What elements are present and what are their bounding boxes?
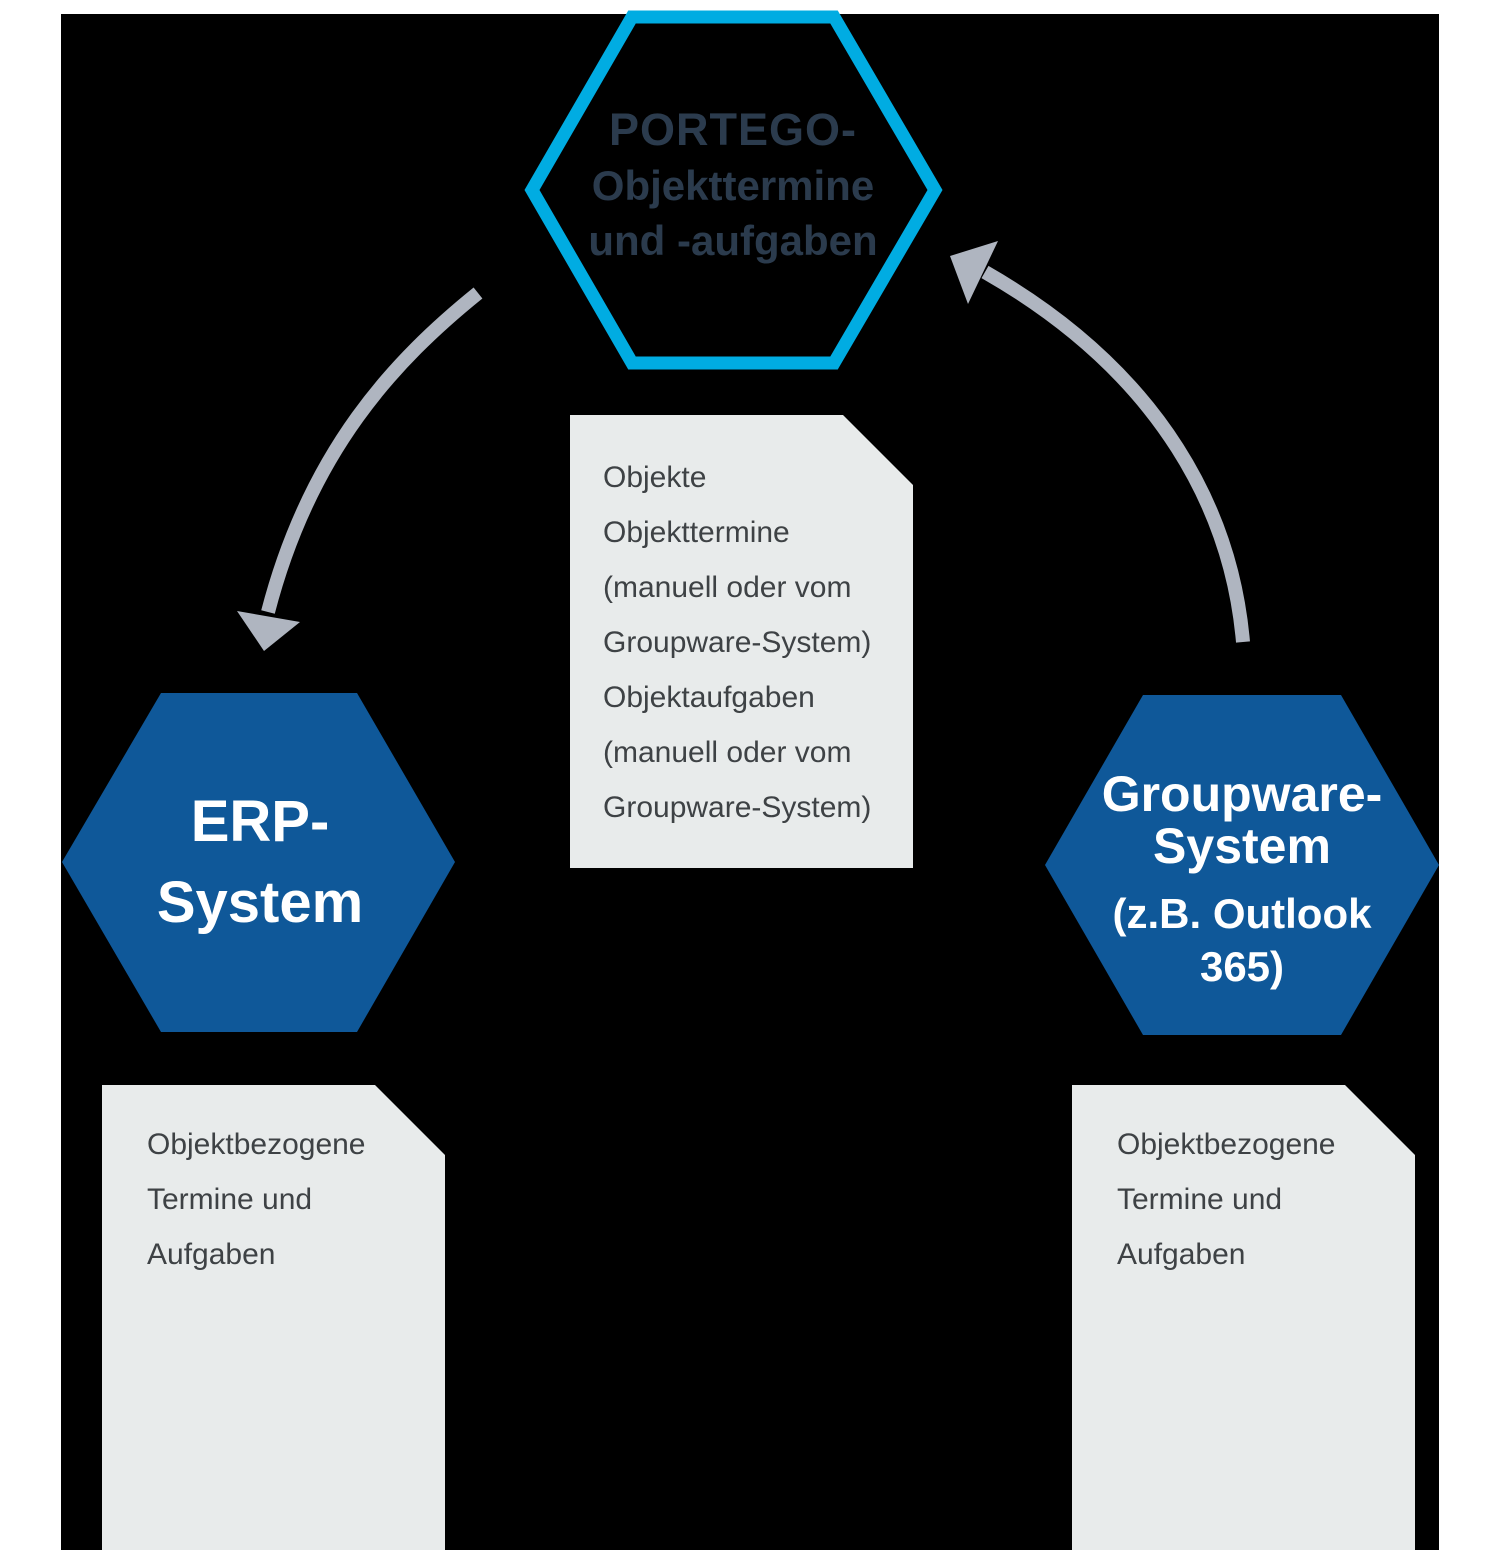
groupware-label-line2: System: [1153, 818, 1331, 874]
groupware-label-line4: 365): [1199, 943, 1285, 990]
erp-label: ERP- System: [60, 781, 460, 943]
arrow-portego-to-erp: [261, 287, 483, 614]
document-erp-items: Objektbezogene Termine und Aufgaben: [102, 1085, 445, 1550]
document-line: Termine und: [147, 1183, 313, 1216]
document-line: Aufgaben: [1117, 1238, 1246, 1271]
document-line: Objekte: [603, 461, 707, 494]
portego-title: PORTEGO-: [608, 104, 857, 155]
document-line: (manuell oder vom: [603, 571, 852, 604]
erp-label-line1: ERP-: [190, 789, 330, 854]
arrow-groupware-to-portego: [981, 265, 1250, 643]
groupware-label-line3: (z.B. Outlook: [1112, 890, 1372, 937]
document-line: Objekttermine: [603, 516, 790, 549]
document-line: Objektaufgaben: [603, 681, 815, 714]
document-line: Objektbezogene: [1117, 1128, 1336, 1161]
groupware-label-line1: Groupware-: [1101, 766, 1383, 822]
groupware-label: Groupware- System (z.B. Outlook 365): [1042, 768, 1442, 992]
arrowhead-up-icon: [950, 241, 998, 304]
arrowhead-down-icon: [237, 611, 300, 651]
document-groupware-items: Objektbezogene Termine und Aufgaben: [1072, 1085, 1415, 1550]
document-portego-items: Objekte Objekttermine (manuell oder vom …: [570, 415, 913, 868]
document-line: Groupware-System): [603, 791, 872, 824]
portego-label: PORTEGO- Objekttermine und -aufgaben: [533, 102, 933, 268]
document-line: Aufgaben: [147, 1238, 276, 1271]
portego-hexagon: [524, 10, 943, 370]
erp-label-line2: System: [156, 870, 364, 935]
document-line: Objektbezogene: [147, 1128, 366, 1161]
portego-subtitle-line1: Objekttermine: [591, 162, 875, 209]
erp-hexagon: [62, 693, 455, 1032]
portego-subtitle-line2: und -aufgaben: [588, 217, 878, 264]
document-line: (manuell oder vom: [603, 736, 852, 769]
groupware-hexagon: [1045, 695, 1439, 1035]
document-line: Termine und: [1117, 1183, 1283, 1216]
document-line: Groupware-System): [603, 626, 872, 659]
